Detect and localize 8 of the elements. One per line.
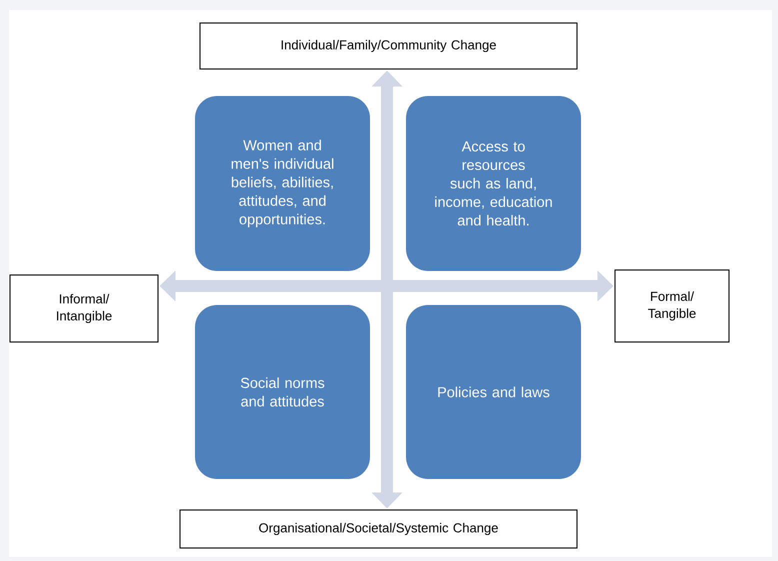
axis-label-box: Informal/ Intangible — [10, 274, 158, 342]
axis-label-box: Organisational/Societal/Systemic Change — [180, 510, 578, 548]
quadrant-box: Access to resources such as land, income, education and health. — [406, 96, 581, 271]
quadrant-box: Social norms and attitudes — [195, 305, 370, 479]
quadrant-box: Women and men's individual beliefs, abilities, attitudes, and opportunities. — [195, 96, 370, 271]
axis-label-box: Individual/Family/Community Change — [200, 22, 578, 70]
axis-label-box: Formal/ Tangible — [614, 270, 730, 342]
quadrant-box: Policies and laws — [406, 305, 581, 479]
